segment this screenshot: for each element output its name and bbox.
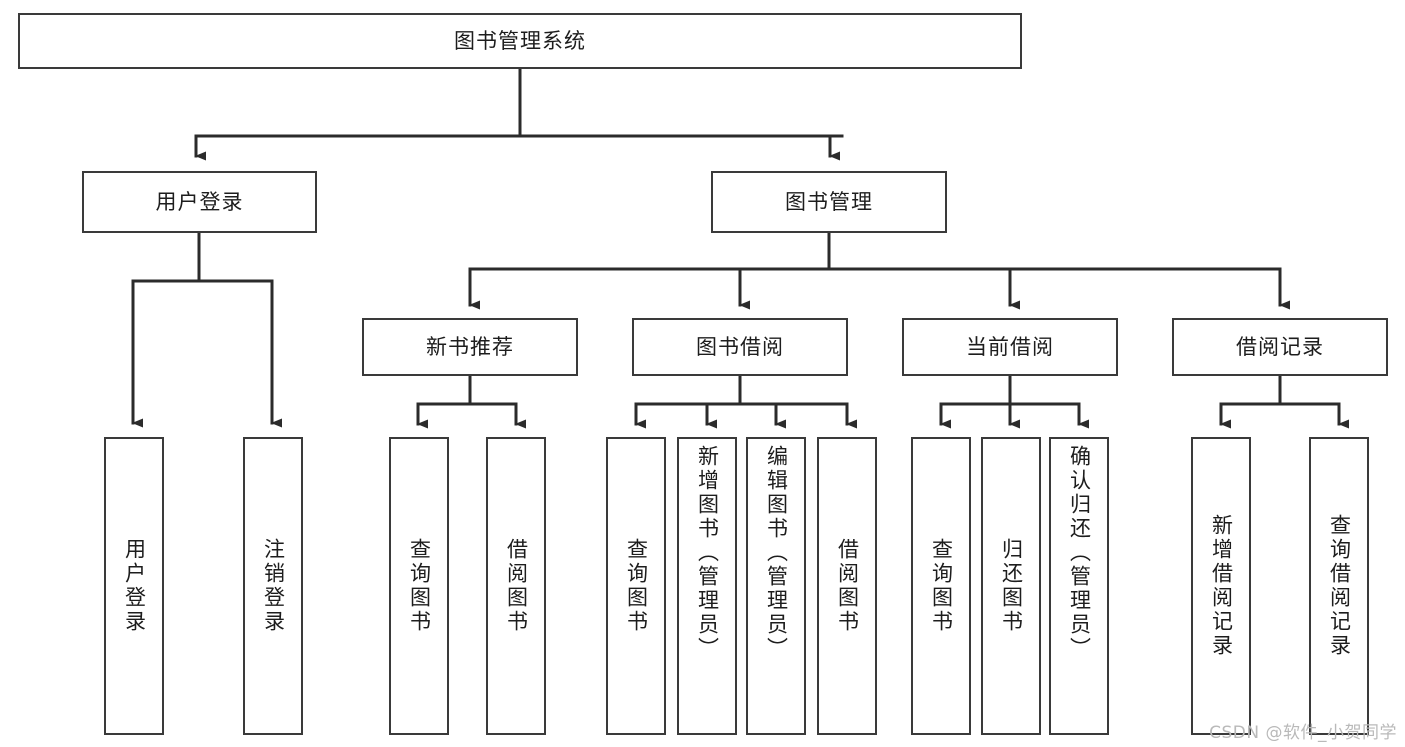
leaf-borrow-book-b[interactable]: 借阅图书 <box>817 437 877 735</box>
leaf-query-book-a[interactable]: 查询图书 <box>389 437 449 735</box>
leaf-borrow-book-b-label: 借阅图书 <box>835 538 860 634</box>
node-user-login[interactable]: 用户登录 <box>82 171 317 233</box>
leaf-user-login-label: 用户登录 <box>122 538 147 634</box>
leaf-query-book-c-label: 查询图书 <box>929 538 954 634</box>
node-current-borrow[interactable]: 当前借阅 <box>902 318 1118 376</box>
node-book-borrow[interactable]: 图书借阅 <box>632 318 848 376</box>
leaf-logout-label: 注销登录 <box>261 538 286 634</box>
node-new-book-recommend[interactable]: 新书推荐 <box>362 318 578 376</box>
leaf-add-record-label: 新增借阅记录 <box>1209 514 1234 658</box>
node-current-borrow-label: 当前借阅 <box>966 334 1054 359</box>
node-borrow-record-label: 借阅记录 <box>1236 334 1324 359</box>
leaf-edit-book-label: 编辑图书（管理员） <box>764 445 789 661</box>
csdn-watermark: CSDN @软件_小贺同学 <box>1209 723 1397 743</box>
leaf-query-record-label: 查询借阅记录 <box>1327 514 1352 658</box>
leaf-borrow-book-a-label: 借阅图书 <box>504 538 529 634</box>
node-borrow-record[interactable]: 借阅记录 <box>1172 318 1388 376</box>
leaf-return-book[interactable]: 归还图书 <box>981 437 1041 735</box>
leaf-query-book-a-label: 查询图书 <box>407 538 432 634</box>
leaf-edit-book[interactable]: 编辑图书（管理员） <box>746 437 806 735</box>
leaf-confirm-return[interactable]: 确认归还（管理员） <box>1049 437 1109 735</box>
leaf-query-book-b-label: 查询图书 <box>624 538 649 634</box>
node-user-login-label: 用户登录 <box>155 189 244 214</box>
leaf-add-book[interactable]: 新增图书（管理员） <box>677 437 737 735</box>
leaf-confirm-return-label: 确认归还（管理员） <box>1067 445 1092 661</box>
leaf-return-book-label: 归还图书 <box>999 538 1024 634</box>
leaf-add-book-label: 新增图书（管理员） <box>695 445 720 661</box>
leaf-add-record[interactable]: 新增借阅记录 <box>1191 437 1251 735</box>
leaf-query-book-c[interactable]: 查询图书 <box>911 437 971 735</box>
node-new-book-recommend-label: 新书推荐 <box>426 334 514 359</box>
node-book-manage[interactable]: 图书管理 <box>711 171 947 233</box>
leaf-query-book-b[interactable]: 查询图书 <box>606 437 666 735</box>
leaf-logout[interactable]: 注销登录 <box>243 437 303 735</box>
node-book-borrow-label: 图书借阅 <box>696 334 784 359</box>
leaf-query-record[interactable]: 查询借阅记录 <box>1309 437 1369 735</box>
leaf-user-login[interactable]: 用户登录 <box>104 437 164 735</box>
leaf-borrow-book-a[interactable]: 借阅图书 <box>486 437 546 735</box>
node-root-label: 图书管理系统 <box>454 28 586 53</box>
node-root[interactable]: 图书管理系统 <box>18 13 1022 69</box>
node-book-manage-label: 图书管理 <box>785 189 873 214</box>
